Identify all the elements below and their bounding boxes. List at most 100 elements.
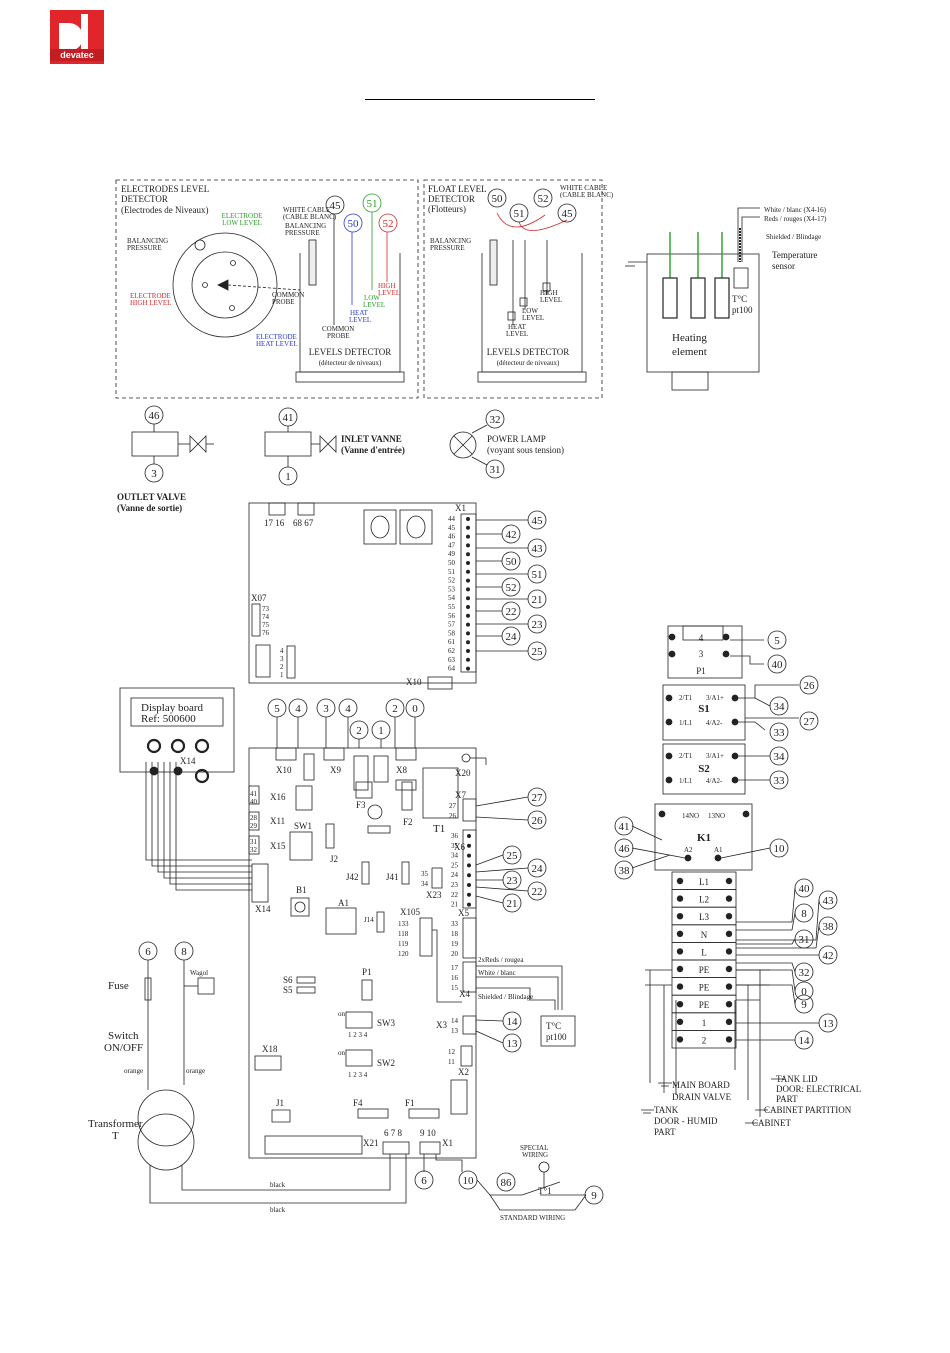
top-board: 17 16 68 67 X1 X07 73 74 75 76 4 3 2 1 X… [248,502,547,690]
elec-bal-1: BALANCING [127,237,168,245]
tb-sp-2: 2 [280,663,284,671]
elec-low-1: ELECTRODE [222,212,263,220]
rc-s1-a2: 4/A2- [706,719,723,727]
mb-j1: J1 [276,1098,284,1108]
pw-bc-86: 86 [501,1177,513,1189]
mb-right-callout-1: 26 [532,815,544,827]
float-panel: FLOAT LEVEL DETECTOR (Flotteurs) WHITE C… [423,179,614,399]
outlet-top: 46 [149,410,161,422]
gnd-tank-lid: TANK LID [776,1074,818,1084]
tb-pins-2: 68 67 [293,518,314,528]
mb-x6-21: 21 [451,901,459,909]
mb-j41: J41 [386,872,399,882]
tb-callout-0: 45 [532,515,544,527]
float-num-52: 52 [538,193,549,205]
elec-heat-1: ELECTRODE [256,333,297,341]
mb-x7-27: 27 [449,802,457,810]
mb-right-callout-2: 25 [507,850,519,862]
mb-x18: X18 [262,1044,278,1054]
rc-k1-13: 13NO [708,812,725,820]
mb-f1: F1 [405,1098,415,1108]
gnd-part-1: PART [654,1127,676,1137]
heat-tc-1: T°C [732,294,747,304]
mb-x21-pins: 6 7 8 [384,1128,403,1138]
tb-callout-1: 42 [506,529,517,541]
mb-x16: X16 [270,792,286,802]
mb-sw2: SW2 [377,1058,395,1068]
tb-pin-57: 57 [448,621,456,629]
float-low-1: LOW [522,307,538,315]
mb-x21: X21 [363,1138,379,1148]
mb-x15: X15 [270,841,286,851]
rc-k1c-10: 10 [774,843,786,855]
power-section: 6 8 Fuse Wagol Switch ON/OFF orange oran… [88,941,604,1222]
mb-x11-29: 29 [250,822,258,830]
mb-f2: F2 [403,817,413,827]
gnd-main-board: MAIN BOARD [672,1080,730,1090]
gnd-part-2: PART [776,1094,798,1104]
mb-x6-34: 34 [451,852,459,860]
gnd-drain-valve: DRAIN VALVE [672,1092,732,1102]
float-high-2: LEVEL [540,296,562,304]
pw-bc-6: 6 [421,1175,427,1187]
elec-bal2-1: BALANCING [285,222,326,230]
mb-j2: J2 [330,854,338,864]
mb-top-callout-3: 4 [345,703,351,715]
outlet-sub: (Vanne de sortie) [117,503,182,513]
inlet-top: 41 [283,412,294,424]
elec-box-label: LEVELS DETECTOR [309,347,392,357]
pw-c6: 6 [145,946,151,958]
terminal-l1-0: L1 [699,877,709,887]
gnd-door-humid: DOOR - HUMID [654,1116,718,1126]
rc-k1c-41: 41 [619,821,630,833]
tb-pin-52: 52 [448,577,456,585]
outlet-bot: 3 [151,468,157,480]
term-callout-6: 32 [799,967,810,979]
mb-tc-2: pt100 [546,1032,567,1042]
tb-sp-1: 1 [280,671,284,679]
tb-pin-51: 51 [448,568,456,576]
float-wc-1: WHITE CABLE [560,184,607,192]
rc-k1-a2: A2 [684,846,693,854]
mb-right-callout-5: 22 [532,886,543,898]
term-callout-8: 9 [801,999,807,1011]
mb-x6: X6 [454,842,465,852]
mb-sw3: SW3 [377,1018,396,1028]
pw-switch-2: ON/OFF [104,1042,143,1054]
display-board: Display board Ref: 500600 X14 [119,687,269,903]
mb-right-callout-4: 23 [507,875,519,887]
pw-black-2: black [270,1206,286,1214]
mb-j42: J42 [346,872,359,882]
float-box-label: LEVELS DETECTOR [487,347,570,357]
title-underline [365,99,595,100]
tb-x07: X07 [251,593,267,603]
mb-x5-33: 33 [451,920,459,928]
elec-num-52: 52 [383,218,394,230]
mb-top-callout-0: 5 [274,703,280,715]
mb-x23-34: 34 [421,880,429,888]
mb-x15-31: 31 [250,838,258,846]
mb-x6-25: 25 [451,861,459,869]
mb-x3: X3 [436,1020,447,1030]
elec-highlvl-2: LEVEL [378,289,400,297]
tb-callout-4: 51 [532,569,543,581]
tb-pin-49: 49 [448,550,456,558]
tb-x07-76: 76 [262,629,270,637]
term-callout-10: 14 [799,1035,811,1047]
mb-s6: S6 [283,975,293,985]
tb-callout-5: 52 [506,582,517,594]
mb-x6-36: 36 [451,832,459,840]
tb-callout-6: 21 [532,594,543,606]
gnd-cabinet: CABINET [752,1118,791,1128]
mb-right-callout-3: 24 [532,863,544,875]
rc-k1c-38: 38 [619,865,631,877]
elec-highlvl-1: HIGH [378,282,396,290]
display-x14: X14 [180,756,196,766]
float-box-sub: (détecteur de niveaux) [497,359,560,367]
mb-x3-14: 14 [451,1017,459,1025]
mb-x5-20: 20 [451,950,459,958]
